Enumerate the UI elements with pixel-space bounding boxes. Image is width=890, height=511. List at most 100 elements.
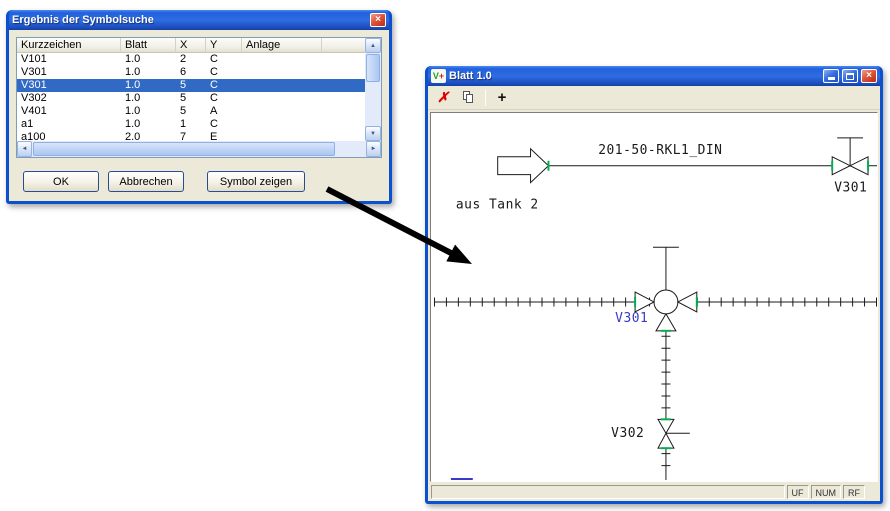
scroll-left-icon: ◄	[21, 146, 28, 152]
window-body: ✗ +	[428, 86, 880, 501]
cell-anlage	[242, 79, 322, 92]
drawing-canvas[interactable]: 201-50-RKL1_DIN aus Tank 2 V301 V301 V30…	[431, 113, 877, 481]
table-row[interactable]: a100 2.0 7 E	[17, 131, 365, 141]
app-icon: V+	[431, 69, 446, 83]
valve-v302-symbol	[657, 418, 690, 449]
column-header-filler	[322, 38, 365, 53]
blatt-window: V+ Blatt 1.0 × ✗ +	[425, 66, 883, 504]
cell-anlage	[242, 66, 322, 79]
cell-y: C	[210, 66, 218, 78]
cell-anlage	[242, 53, 322, 66]
table-row[interactable]: V302 1.0 5 C	[17, 92, 365, 105]
table-row[interactable]: a1 1.0 1 C	[17, 118, 365, 131]
valve-mid-label: V301	[615, 311, 648, 326]
cancel-button[interactable]: Abbrechen	[108, 171, 184, 192]
vertical-scroll-track[interactable]	[365, 82, 381, 126]
horizontal-scroll-track[interactable]	[335, 141, 366, 157]
cell-anlage	[242, 105, 322, 118]
scroll-right-icon: ►	[370, 146, 377, 152]
status-cell-uf: UF	[786, 485, 809, 499]
copy-icon	[463, 91, 475, 104]
cell-y: C	[210, 53, 218, 65]
drawing-canvas-frame: 201-50-RKL1_DIN aus Tank 2 V301 V301 V30…	[430, 112, 878, 482]
delete-button[interactable]: ✗	[433, 88, 453, 108]
valve-v301-top-symbol	[831, 137, 869, 176]
window-close-button[interactable]: ×	[861, 69, 877, 83]
cell-kurzzeichen: a1	[21, 118, 34, 130]
maximize-button[interactable]	[842, 69, 858, 83]
close-icon: ×	[866, 70, 872, 81]
table-row-selected[interactable]: V301 1.0 5 C	[17, 79, 365, 92]
cell-x: 5	[180, 105, 187, 117]
cell-x: 2	[180, 53, 187, 65]
dialog-button-row: OK Abbrechen Symbol zeigen	[23, 171, 389, 192]
cell-blatt: 1.0	[125, 105, 141, 117]
cell-x: 5	[180, 92, 187, 104]
scroll-right-button[interactable]: ►	[366, 141, 381, 157]
cell-anlage	[242, 92, 322, 105]
scroll-down-button[interactable]: ▼	[365, 126, 381, 141]
cell-kurzzeichen: V301	[21, 66, 47, 78]
column-header-x[interactable]: X	[176, 38, 206, 53]
source-label: aus Tank 2	[456, 197, 539, 212]
cell-y: C	[210, 79, 218, 91]
cell-blatt: 1.0	[125, 118, 141, 130]
move-icon: +	[497, 89, 507, 106]
table-header: Kurzzeichen Blatt X Y Anlage	[17, 38, 365, 53]
close-icon: ×	[375, 14, 381, 25]
table-rows: V101 1.0 2 C V301 1.0 6 C V301	[17, 53, 365, 141]
minimize-button[interactable]	[823, 69, 839, 83]
status-bar: UF NUM RF	[428, 484, 880, 501]
flow-arrow-symbol	[497, 147, 550, 184]
scroll-left-button[interactable]: ◄	[17, 141, 32, 157]
status-cell-rf: RF	[843, 485, 865, 499]
copy-button[interactable]	[459, 88, 479, 108]
maximize-icon	[846, 72, 854, 80]
cell-x: 6	[180, 66, 187, 78]
drawing-toolbar: ✗ +	[428, 86, 880, 110]
vertical-scrollbar[interactable]: ▲ ▼	[365, 38, 381, 141]
vertical-scroll-thumb[interactable]	[366, 54, 380, 82]
resize-grip[interactable]	[867, 485, 877, 499]
cell-anlage	[242, 118, 322, 131]
cell-kurzzeichen: V401	[21, 105, 47, 117]
column-header-blatt[interactable]: Blatt	[121, 38, 176, 53]
minimize-icon	[827, 77, 835, 80]
cell-x: 1	[180, 118, 187, 130]
status-message-area	[431, 485, 785, 499]
valve-top-label: V301	[834, 181, 867, 196]
cell-blatt: 1.0	[125, 92, 141, 104]
table-row[interactable]: V101 1.0 2 C	[17, 53, 365, 66]
table-row[interactable]: V401 1.0 5 A	[17, 105, 365, 118]
horizontal-scrollbar[interactable]: ◄ ►	[17, 141, 381, 157]
cell-kurzzeichen: V302	[21, 92, 47, 104]
dialog-titlebar[interactable]: Ergebnis der Symbolsuche ×	[9, 10, 389, 30]
scroll-up-button[interactable]: ▲	[365, 38, 381, 53]
column-header-anlage[interactable]: Anlage	[242, 38, 322, 53]
dialog-body: Kurzzeichen Blatt X Y Anlage V101 1.0 2 …	[9, 30, 389, 201]
cell-kurzzeichen: a100	[21, 131, 46, 141]
connection-points	[547, 160, 870, 450]
cell-kurzzeichen: V101	[21, 53, 47, 65]
table-row[interactable]: V301 1.0 6 C	[17, 66, 365, 79]
cell-y: C	[210, 118, 218, 130]
column-header-kurzzeichen[interactable]: Kurzzeichen	[17, 38, 121, 53]
ok-button[interactable]: OK	[23, 171, 99, 192]
dialog-close-button[interactable]: ×	[370, 13, 386, 27]
show-symbol-button[interactable]: Symbol zeigen	[207, 171, 305, 192]
cell-blatt: 1.0	[125, 79, 141, 91]
window-titlebar[interactable]: V+ Blatt 1.0 ×	[428, 66, 880, 86]
valve-v301-mid-symbol	[634, 246, 698, 332]
dialog-title: Ergebnis der Symbolsuche	[12, 14, 154, 26]
valve-bottom-label: V302	[611, 426, 644, 441]
scroll-up-icon: ▲	[370, 42, 376, 49]
horizontal-scroll-thumb[interactable]	[33, 142, 335, 156]
pipeline-label: 201-50-RKL1_DIN	[598, 143, 722, 158]
column-header-y[interactable]: Y	[206, 38, 242, 53]
cell-blatt: 1.0	[125, 53, 141, 65]
move-button[interactable]: +	[492, 88, 512, 108]
pipelines	[433, 165, 877, 481]
toolbar-separator	[485, 89, 486, 106]
status-cell-num: NUM	[810, 485, 841, 499]
